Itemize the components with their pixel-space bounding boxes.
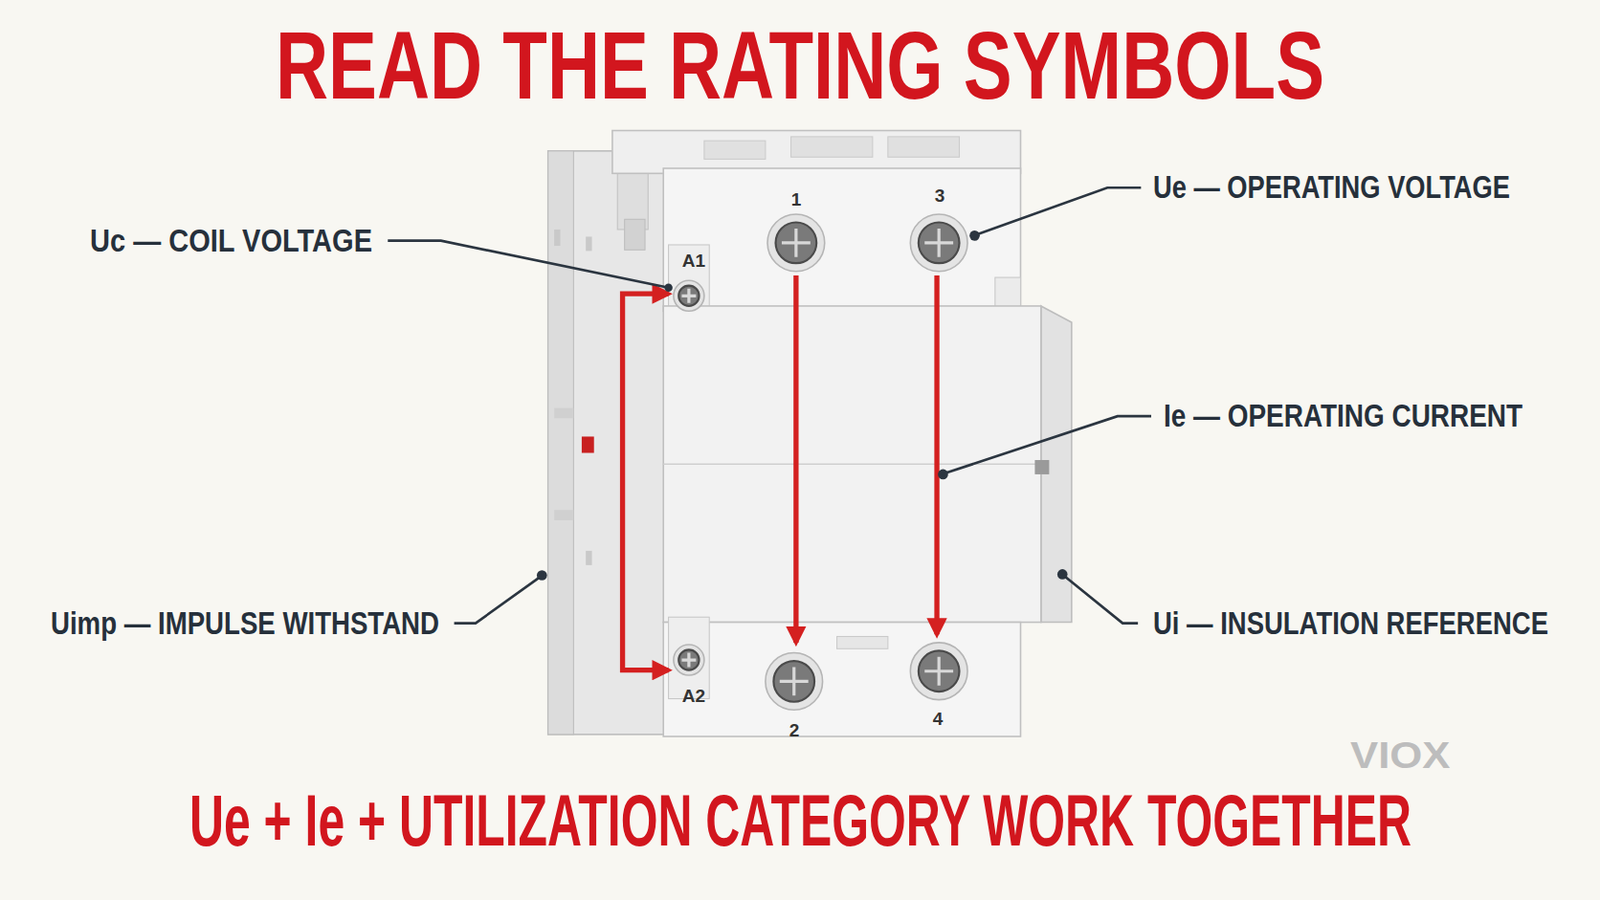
- callout-label: Ui — INSULATION REFERENCE: [1153, 606, 1549, 642]
- callout-label: Uc — COIL VOLTAGE: [89, 223, 373, 259]
- callout-label: Ue — OPERATING VOLTAGE: [1153, 170, 1511, 205]
- terminal-number: 1: [791, 190, 802, 211]
- callout-label: Uimp — IMPULSE WITHSTAND: [50, 606, 440, 642]
- callout-label: Ie — OPERATING CURRENT: [1163, 399, 1523, 434]
- watermark: VIOX: [1350, 736, 1450, 778]
- terminal-number: A1: [682, 251, 706, 272]
- terminal-number: A2: [682, 687, 706, 708]
- caption: Ue + Ie + UTILIZATION CATEGORY WORK TOGE…: [189, 780, 1412, 862]
- terminal-number: 3: [934, 186, 946, 207]
- title: READ THE RATING SYMBOLS: [275, 12, 1325, 118]
- terminal-number: 2: [789, 721, 800, 742]
- terminal-number: 4: [933, 710, 944, 731]
